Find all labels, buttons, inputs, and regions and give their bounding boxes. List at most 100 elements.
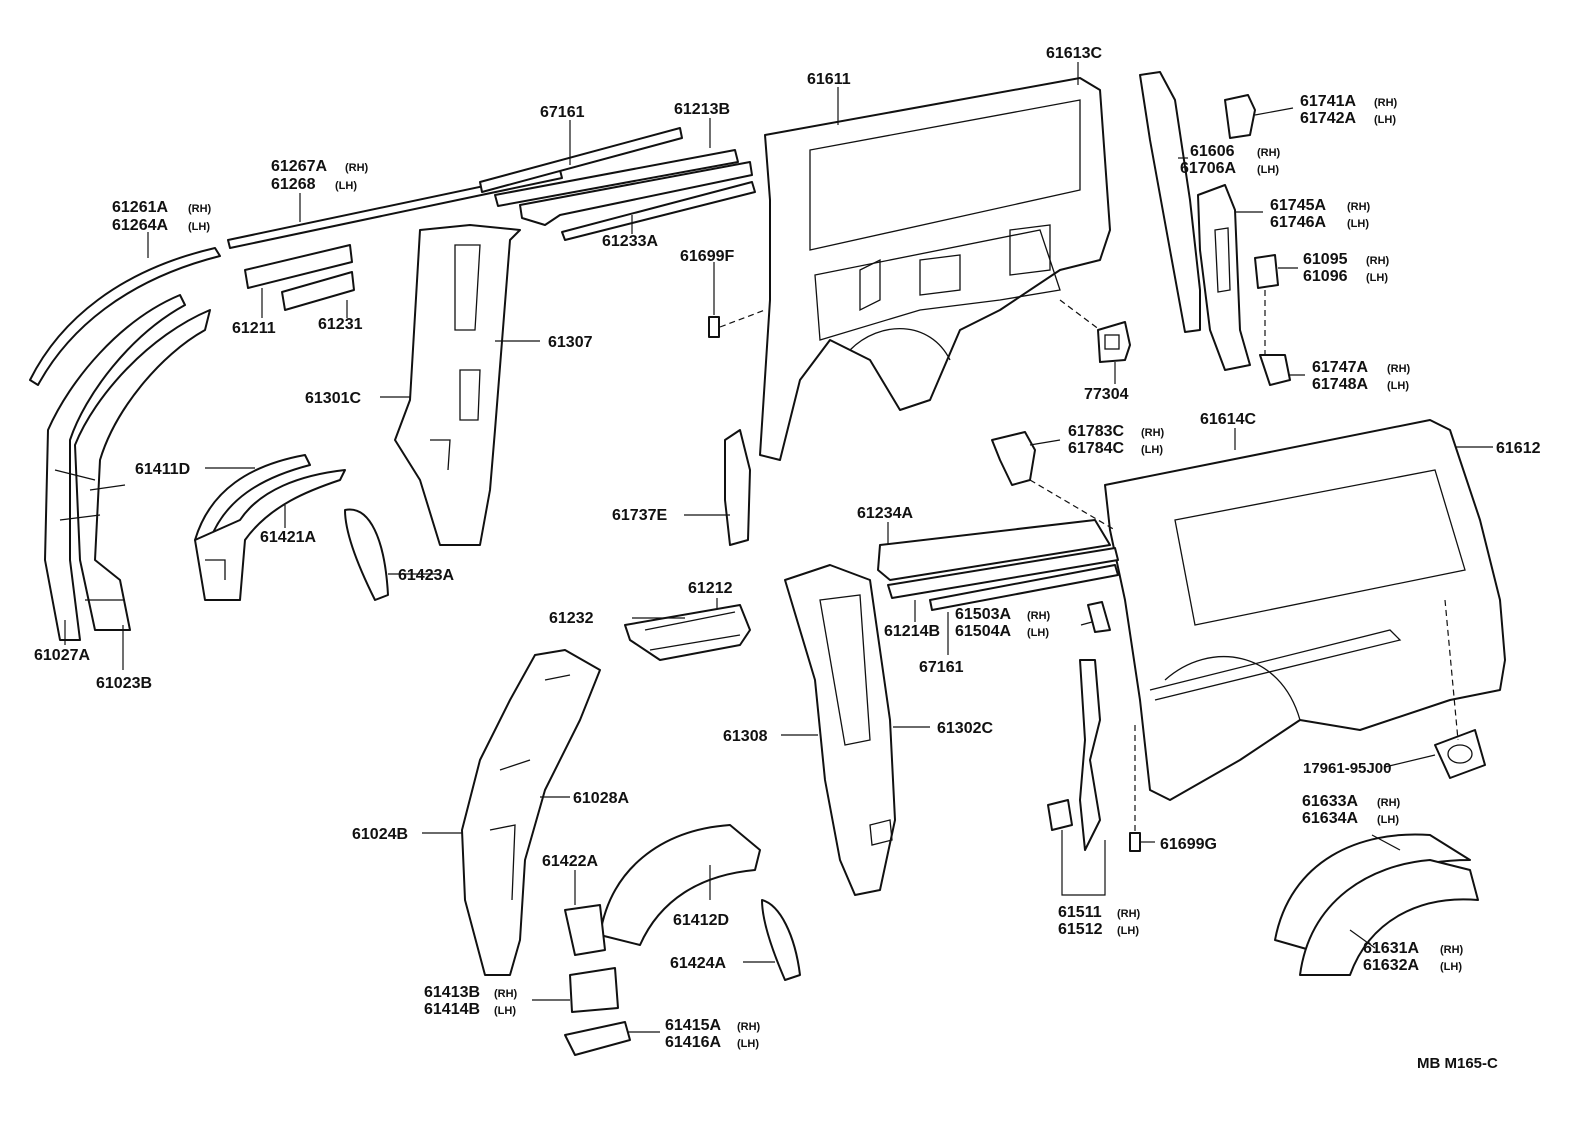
- part-61307-drawing: [394, 224, 521, 546]
- label-61699F: 61699F: [680, 248, 734, 265]
- label-61745A-side: (RH): [1347, 201, 1371, 213]
- part-61783C-drawing: [991, 431, 1036, 486]
- label-61211: 61211: [232, 320, 276, 337]
- label-61748A: 61748A: [1312, 376, 1368, 393]
- label-61606-side: (RH): [1257, 147, 1281, 159]
- label-61096: 61096: [1303, 268, 1348, 285]
- label-61613C: 61613C: [1046, 45, 1102, 62]
- label-61741A-side: (RH): [1374, 97, 1398, 109]
- label-61213B: 61213B: [674, 101, 730, 118]
- label-61307: 61307: [548, 334, 593, 351]
- label-61415A-side: (RH): [737, 1021, 761, 1033]
- label-61745A: 61745A: [1270, 197, 1326, 214]
- label-61231: 61231: [318, 316, 363, 333]
- label-61783C-side: (RH): [1141, 427, 1165, 439]
- part-61424A-drawing: [761, 899, 801, 981]
- label-61611: 61611: [807, 71, 851, 88]
- part-61027A-drawing: [44, 294, 211, 641]
- label-61411D: 61411D: [135, 461, 190, 478]
- label-61503A: 61503A: [955, 606, 1011, 623]
- label-61784C-side: (LH): [1141, 444, 1163, 456]
- alignment-lines: [719, 290, 1459, 833]
- label-61503A-side: (RH): [1027, 610, 1051, 622]
- label-61023B: 61023B: [96, 675, 152, 692]
- label-61416A-side: (LH): [737, 1038, 759, 1050]
- part-labels: 61611 61613C 67161 61213B 61267A (RH) 61…: [34, 45, 1541, 1072]
- label-61095-side: (RH): [1366, 255, 1390, 267]
- label-61268: 61268: [271, 176, 316, 193]
- part-61261A-drawing: [29, 247, 221, 386]
- part-77304-drawing: [1097, 321, 1131, 363]
- label-61212: 61212: [688, 580, 733, 597]
- part-61211-drawing: [244, 244, 355, 311]
- label-61214B: 61214B: [884, 623, 940, 640]
- label-61634A-side: (LH): [1377, 814, 1399, 826]
- part-61411D-drawing: [194, 454, 346, 601]
- label-61234A: 61234A: [857, 505, 913, 522]
- label-61631A: 61631A: [1363, 940, 1419, 957]
- part-61611-drawing: [759, 77, 1111, 461]
- label-61748A-side: (LH): [1387, 380, 1409, 392]
- label-61634A: 61634A: [1302, 810, 1358, 827]
- part-67161-top-drawing: [479, 127, 756, 241]
- part-61511-drawing: [1047, 659, 1101, 851]
- part-61308-drawing: [784, 564, 896, 896]
- diagram-code: MB M165-C: [1417, 1055, 1498, 1072]
- label-61264A: 61264A: [112, 217, 168, 234]
- label-61264A-side: (LH): [188, 221, 210, 233]
- label-61504A-side: (LH): [1027, 627, 1049, 639]
- label-61699G: 61699G: [1160, 836, 1217, 853]
- part-61234A-drawing: [877, 519, 1119, 611]
- label-61267A: 61267A: [271, 158, 327, 175]
- label-77304: 77304: [1084, 386, 1129, 403]
- label-61268-side: (LH): [335, 180, 357, 192]
- label-61096-side: (LH): [1366, 272, 1388, 284]
- label-61261A: 61261A: [112, 199, 168, 216]
- part-61412D-drawing: [564, 824, 761, 956]
- label-61415A: 61415A: [665, 1017, 721, 1034]
- part-61503A-drawing: [1087, 601, 1111, 633]
- part-61699G-drawing: [1129, 832, 1141, 852]
- part-61614C-drawing: [1104, 419, 1506, 801]
- label-61301C: 61301C: [305, 390, 361, 407]
- label-61414B-side: (LH): [494, 1005, 516, 1017]
- label-61423A: 61423A: [398, 567, 454, 584]
- part-61745A-drawing: [1197, 184, 1251, 371]
- label-61633A-side: (RH): [1377, 797, 1401, 809]
- label-61414B: 61414B: [424, 1001, 480, 1018]
- label-61784C: 61784C: [1068, 440, 1124, 457]
- label-61606: 61606: [1190, 143, 1235, 160]
- label-61632A: 61632A: [1363, 957, 1419, 974]
- part-61633A-drawing: [1274, 833, 1479, 976]
- label-61631A-side: (RH): [1440, 944, 1464, 956]
- part-61737E-drawing: [724, 429, 751, 546]
- label-61742A-side: (LH): [1374, 114, 1396, 126]
- label-61706A: 61706A: [1180, 160, 1236, 177]
- part-61606-drawing: [1139, 71, 1201, 333]
- label-61612: 61612: [1496, 440, 1541, 457]
- label-61632A-side: (LH): [1440, 961, 1462, 973]
- label-61737E: 61737E: [612, 507, 667, 524]
- label-61633A: 61633A: [1302, 793, 1358, 810]
- label-61512-side: (LH): [1117, 925, 1139, 937]
- label-61412D: 61412D: [673, 912, 729, 929]
- label-61028A: 61028A: [573, 790, 629, 807]
- label-61027A: 61027A: [34, 647, 90, 664]
- part-61267A-drawing: [227, 169, 563, 249]
- part-61423A-drawing: [344, 508, 389, 601]
- part-61699F-drawing: [708, 316, 720, 338]
- label-61095: 61095: [1303, 251, 1348, 268]
- label-61413B-side: (RH): [494, 988, 518, 1000]
- label-61267A-side: (RH): [345, 162, 369, 174]
- leader-lines: [64, 62, 1493, 1033]
- label-61413B: 61413B: [424, 984, 480, 1001]
- label-67161-top: 67161: [540, 104, 585, 121]
- label-61512: 61512: [1058, 921, 1103, 938]
- part-61415A-drawing: [564, 1021, 631, 1056]
- label-61742A: 61742A: [1300, 110, 1356, 127]
- part-61741A-drawing: [1224, 94, 1256, 139]
- label-61424A: 61424A: [670, 955, 726, 972]
- label-61706A-side: (LH): [1257, 164, 1279, 176]
- label-61261A-side: (RH): [188, 203, 212, 215]
